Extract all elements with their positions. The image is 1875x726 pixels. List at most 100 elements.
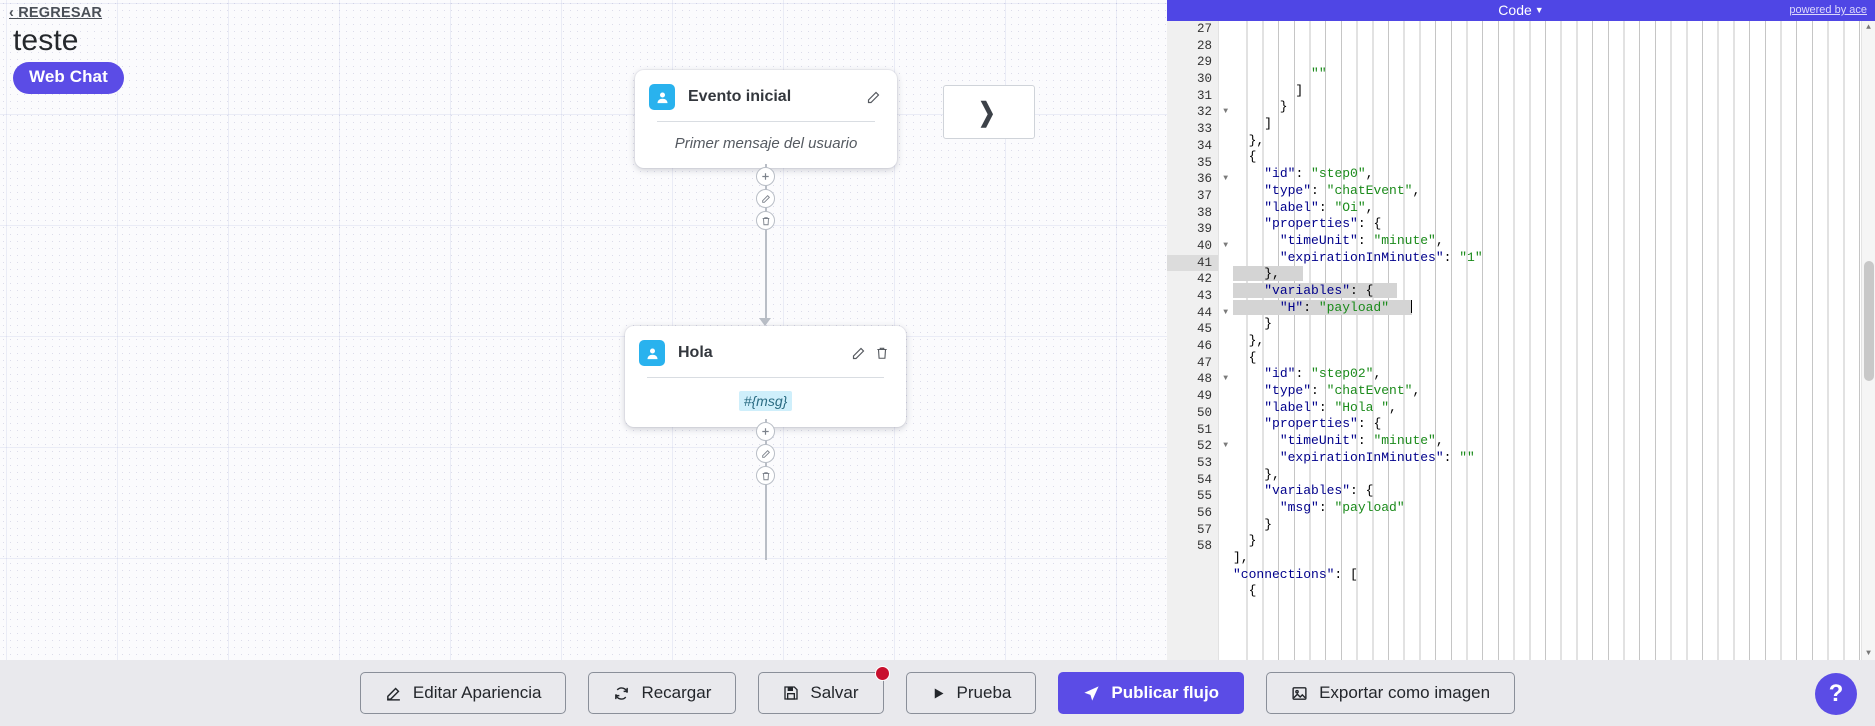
save-disk-icon: [783, 685, 799, 701]
code-line[interactable]: },: [1233, 466, 1280, 482]
code-panel-header[interactable]: Code▼ powered by ace: [1167, 0, 1875, 21]
flow-node-hola[interactable]: Hola #{msg}: [625, 326, 906, 427]
toolbar-button-prueba[interactable]: Prueba: [905, 672, 1037, 714]
pencil-icon[interactable]: [848, 343, 868, 363]
powered-by-link[interactable]: powered by ace: [1789, 4, 1867, 16]
code-content[interactable]: "" ] } ] }, { "id": "step0", "type": "ch…: [1233, 21, 1861, 660]
code-line[interactable]: },: [1233, 266, 1304, 282]
node-header: Hola: [625, 326, 906, 366]
code-line[interactable]: "properties": {: [1264, 416, 1382, 432]
code-fold-toggle[interactable]: ▼: [1223, 441, 1228, 451]
code-line[interactable]: "connections": [: [1233, 566, 1358, 582]
connector-actions-1[interactable]: [756, 167, 775, 230]
line-number: 41: [1167, 254, 1218, 272]
line-number: 49: [1196, 389, 1212, 404]
code-line[interactable]: "msg": "payload": [1279, 499, 1405, 515]
code-line[interactable]: "timeUnit": "minute",: [1279, 232, 1444, 248]
line-number: 58: [1196, 539, 1212, 554]
code-line[interactable]: }: [1233, 533, 1257, 549]
line-number: 48▼: [1196, 372, 1228, 387]
code-line[interactable]: "properties": {: [1264, 216, 1382, 232]
bottom-toolbar: Editar Apariencia Recargar Salvar Prueba Pub…: [0, 660, 1875, 726]
code-line[interactable]: {: [1233, 149, 1257, 165]
line-number: 38: [1196, 205, 1212, 220]
code-line[interactable]: "id": "step0",: [1264, 166, 1374, 182]
code-line[interactable]: ]: [1233, 82, 1304, 98]
code-line[interactable]: "timeUnit": "minute",: [1279, 433, 1444, 449]
code-line[interactable]: "id": "step02",: [1264, 366, 1382, 382]
code-fold-toggle[interactable]: ▼: [1223, 240, 1228, 250]
code-line[interactable]: "variables": {: [1264, 483, 1374, 499]
trash-icon[interactable]: [872, 343, 892, 363]
scrollbar-thumb[interactable]: [1864, 261, 1874, 381]
code-line[interactable]: },: [1233, 333, 1265, 348]
question-mark-icon: ?: [1828, 680, 1844, 707]
code-line[interactable]: ],: [1233, 549, 1249, 565]
toolbar-button-label: Prueba: [956, 683, 1012, 702]
code-line[interactable]: "H": "payload": [1233, 299, 1861, 317]
divider: [647, 377, 884, 378]
connector-actions-2[interactable]: [756, 422, 775, 485]
triangle-up-icon[interactable]: ▲: [1866, 23, 1871, 32]
toolbar-button-salvar[interactable]: Salvar: [758, 666, 890, 714]
node-body-text: Primer mensaje del usuario: [674, 135, 858, 152]
code-line[interactable]: ]: [1233, 116, 1273, 132]
play-icon: [931, 686, 946, 701]
line-number: 56: [1196, 505, 1212, 520]
plus-icon[interactable]: [756, 422, 775, 441]
code-line[interactable]: "type": "chatEvent",: [1264, 182, 1421, 198]
code-line[interactable]: "label": "Oi",: [1264, 199, 1374, 215]
code-line[interactable]: },: [1233, 132, 1265, 148]
code-fold-toggle[interactable]: ▼: [1223, 374, 1228, 384]
node-body-text: #{msg}: [625, 378, 906, 427]
toolbar-button-label: Editar Apariencia: [412, 683, 542, 702]
code-line[interactable]: "expirationInMinutes": "1": [1279, 249, 1483, 265]
help-button[interactable]: ?: [1815, 673, 1857, 715]
code-line[interactable]: }: [1233, 516, 1273, 532]
code-panel-title-wrap[interactable]: Code▼: [1167, 0, 1875, 21]
code-line[interactable]: }: [1233, 99, 1288, 115]
toolbar-button-label: Publicar flujo: [1111, 683, 1220, 702]
pencil-icon[interactable]: [756, 189, 775, 208]
pencil-icon[interactable]: [863, 87, 883, 107]
editor-vertical-scrollbar[interactable]: ▲ ▼: [1861, 21, 1875, 660]
back-link[interactable]: ‹ REGRESAR: [9, 5, 103, 21]
code-fold-toggle[interactable]: ▼: [1223, 174, 1228, 184]
toolbar-button-editar-apariencia[interactable]: Editar Apariencia: [359, 672, 567, 714]
code-line[interactable]: "type": "chatEvent",: [1264, 383, 1421, 399]
line-number: 44▼: [1196, 305, 1228, 320]
flow-node-evento-inicial[interactable]: Evento inicial Primer mensaje del usuari…: [635, 70, 897, 168]
toolbar-button-label: Recargar: [641, 683, 712, 702]
code-line[interactable]: "expirationInMinutes": "": [1279, 449, 1475, 465]
code-line[interactable]: "variables": {: [1233, 282, 1861, 300]
node-title: Evento inicial: [688, 88, 792, 105]
line-number: 32▼: [1196, 105, 1228, 120]
connector-line-1: [765, 164, 767, 320]
line-number: 27: [1196, 22, 1212, 36]
toolbar-button-exportar-como-imagen[interactable]: Exportar como imagen: [1266, 672, 1516, 714]
refresh-icon: [613, 685, 630, 702]
code-line[interactable]: "label": "Hola ",: [1264, 399, 1397, 415]
code-line[interactable]: "": [1311, 66, 1327, 81]
code-panel-title: Code: [1498, 2, 1532, 18]
code-fold-toggle[interactable]: ▼: [1223, 307, 1228, 317]
code-line[interactable]: {: [1233, 349, 1257, 365]
variable-chip: #{msg}: [738, 391, 793, 411]
collapse-code-panel-button[interactable]: ❯: [943, 85, 1035, 139]
line-number: 33: [1196, 122, 1212, 137]
trash-icon[interactable]: [756, 466, 775, 485]
toolbar-button-publicar-flujo[interactable]: Publicar flujo: [1058, 672, 1245, 714]
user-icon: [639, 340, 665, 366]
code-line[interactable]: {: [1233, 583, 1257, 599]
chevron-down-icon: ▼: [1534, 5, 1544, 15]
triangle-down-icon[interactable]: ▼: [1866, 649, 1871, 658]
line-number: 30: [1196, 72, 1212, 87]
pencil-icon[interactable]: [756, 444, 775, 463]
toolbar-button-recargar[interactable]: Recargar: [588, 672, 737, 714]
plus-icon[interactable]: [756, 167, 775, 186]
code-line[interactable]: }: [1233, 316, 1273, 332]
line-number: 47: [1196, 355, 1212, 370]
code-fold-toggle[interactable]: ▼: [1223, 107, 1228, 117]
trash-icon[interactable]: [756, 211, 775, 230]
